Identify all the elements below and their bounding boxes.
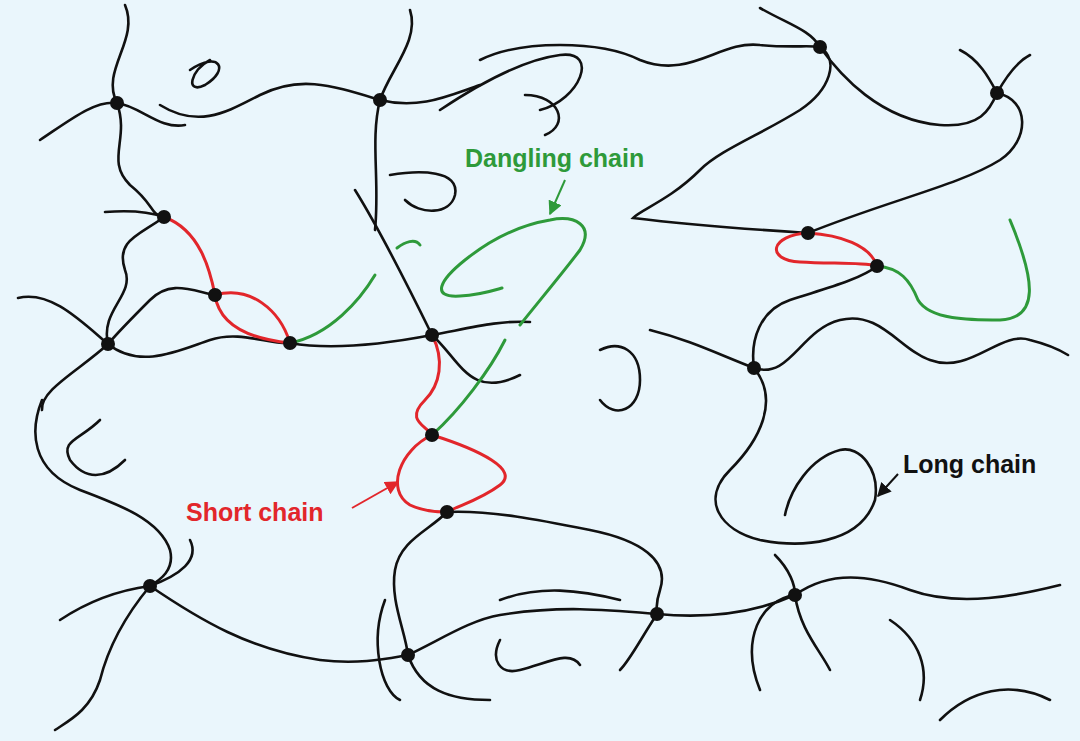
short-chains bbox=[164, 217, 877, 512]
dangling-chains bbox=[290, 219, 1029, 435]
leader-arrow bbox=[878, 474, 898, 496]
chain-label: Long chain bbox=[903, 451, 1036, 479]
leader-arrow bbox=[352, 482, 398, 508]
chain-label: Short chain bbox=[186, 499, 324, 527]
long-chains bbox=[18, 5, 1068, 730]
chain-label: Dangling chain bbox=[465, 145, 644, 173]
leader-arrow bbox=[550, 180, 565, 214]
crosslink-points bbox=[101, 40, 1004, 662]
